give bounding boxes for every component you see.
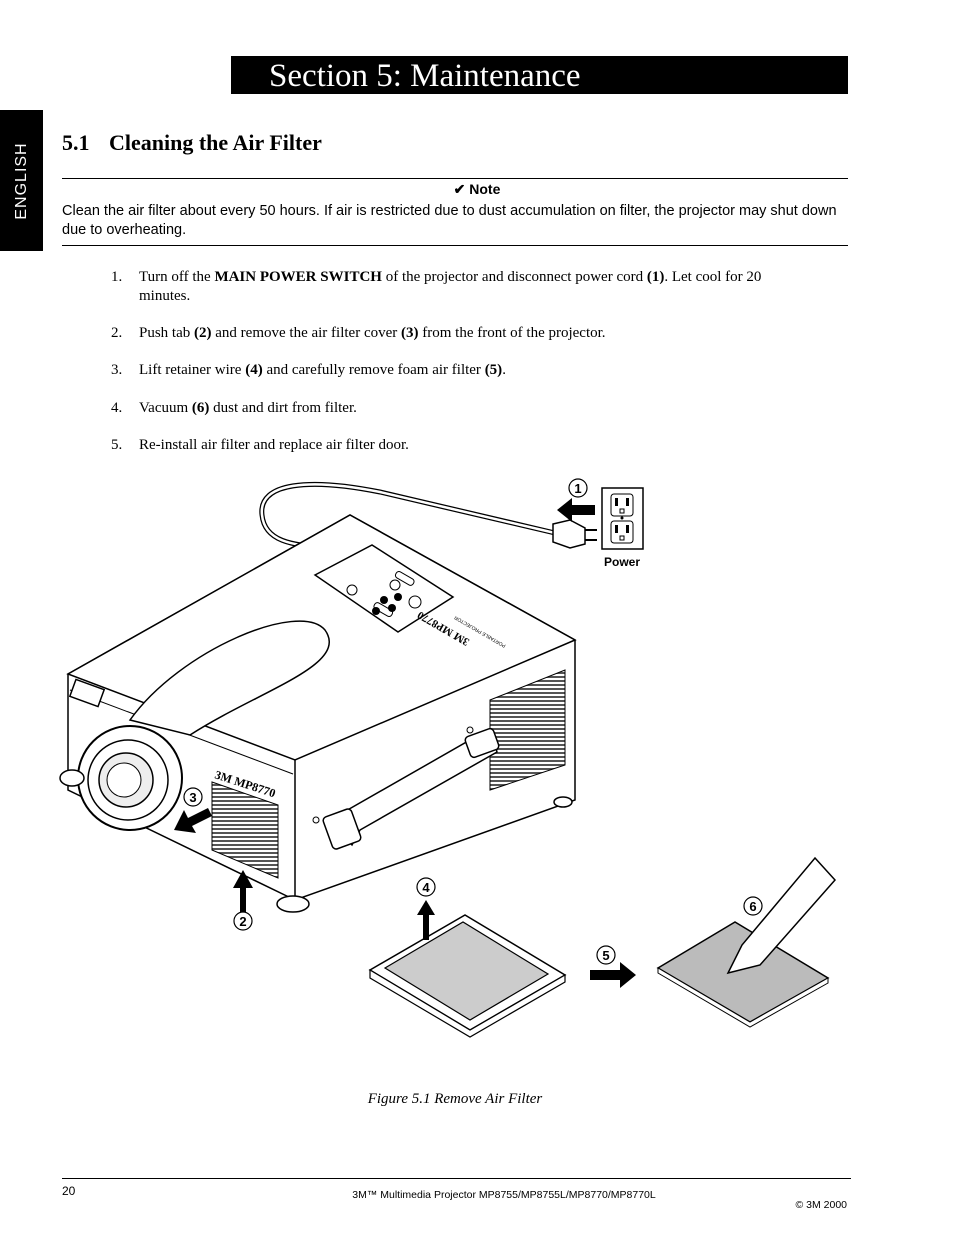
svg-text:1: 1 (574, 481, 581, 496)
step-bold-text: (1) (646, 269, 665, 285)
callout-1: 1 (568, 478, 588, 498)
step-bold-text: (2) (194, 325, 212, 341)
subsection-heading: 5.1 Cleaning the Air Filter (62, 130, 322, 156)
note-bottom-rule (62, 245, 848, 246)
step-text: Push tab (2) and remove the air filter c… (139, 324, 809, 343)
step-text-segment: Vacuum (139, 400, 192, 416)
foam-filter-illustration (656, 921, 830, 1028)
step-text-segment: Push tab (139, 325, 195, 341)
vacuum-nozzle-icon (726, 856, 837, 975)
figure-caption: Figure 5.1 Remove Air Filter (367, 1091, 543, 1107)
step-text-segment: . (502, 362, 506, 378)
step-bold-text: (3) (401, 325, 419, 341)
step-number: 1. (111, 269, 123, 285)
step-text-segment: dust and dirt from filter. (209, 400, 357, 416)
power-plug-icon (552, 519, 597, 549)
step-text-segment: Lift retainer wire (139, 362, 246, 378)
step-bold-text: (6) (191, 400, 210, 416)
svg-text:2: 2 (239, 914, 246, 929)
step-text-segment: and carefully remove foam air filter (262, 362, 485, 378)
section-header-bar: Section 5: Maintenance (231, 56, 848, 94)
step-number: 2. (111, 325, 123, 341)
step-text-segment: of the projector and disconnect power co… (381, 269, 647, 285)
filter-tray-illustration (368, 914, 567, 1038)
callout-2: 2 (233, 911, 253, 931)
note-title: ✔ Note (453, 181, 501, 197)
svg-text:4: 4 (422, 880, 430, 895)
page-number: 20 (62, 1184, 76, 1198)
projector-illustration: 3M MP8770 PORTABLE PROJECTOR 3M MP8770 (59, 514, 577, 913)
svg-text:6: 6 (749, 899, 756, 914)
step-text: Turn off the MAIN POWER SWITCH of the pr… (139, 268, 809, 306)
step-text-segment: . Let cool for 20 minutes. (139, 269, 762, 304)
step-number: 5. (111, 437, 123, 453)
footer-copyright: © 3M 2000 (795, 1199, 847, 1211)
power-cord (259, 481, 556, 551)
step-bold-text: (5) (484, 362, 503, 378)
step-text-segment: Re-install air filter and replace air fi… (139, 437, 409, 453)
arrow-right-icon (590, 962, 636, 988)
step-bold-text: (4) (245, 362, 263, 378)
step-text: Re-install air filter and replace air fi… (139, 436, 809, 455)
step-number: 3. (111, 362, 123, 378)
arrow-down-left-icon (174, 808, 212, 833)
footer-rule (62, 1178, 851, 1179)
step-text: Vacuum (6) dust and dirt from filter. (139, 399, 809, 418)
step-text-segment: and remove the air filter cover (211, 325, 402, 341)
callout-6: 6 (743, 896, 763, 916)
section-title: Section 5: Maintenance (269, 58, 581, 94)
air-filter-figure: Power 3M MP8770 PORTABLE PROJECTOR 3M MP… (59, 478, 837, 1038)
callout-4: 4 (416, 877, 436, 897)
arrow-up-icon (233, 870, 253, 912)
footer-product: 3M™ Multimedia Projector MP8755/MP8755L/… (352, 1189, 656, 1201)
step-text: Lift retainer wire (4) and carefully rem… (139, 361, 809, 380)
note-text: Clean the air filter about every 50 hour… (62, 203, 837, 238)
power-label: Power (604, 555, 640, 569)
callout-5: 5 (596, 945, 616, 965)
step-text-segment: Turn off the (139, 269, 215, 285)
power-outlet-icon (601, 487, 644, 550)
callout-3: 3 (183, 787, 203, 807)
arrow-left-icon (557, 498, 595, 522)
subsection-title: Cleaning the Air Filter (109, 130, 322, 155)
svg-text:5: 5 (602, 948, 609, 963)
step-text-segment: from the front of the projector. (418, 325, 606, 341)
svg-text:3: 3 (189, 790, 196, 805)
note-top-rule (62, 178, 848, 179)
step-number: 4. (111, 400, 123, 416)
subsection-number: 5.1 (62, 130, 90, 155)
step-bold-text: MAIN POWER SWITCH (214, 269, 382, 285)
language-tab: ENGLISH (0, 110, 43, 251)
arrow-up-icon (417, 900, 435, 940)
